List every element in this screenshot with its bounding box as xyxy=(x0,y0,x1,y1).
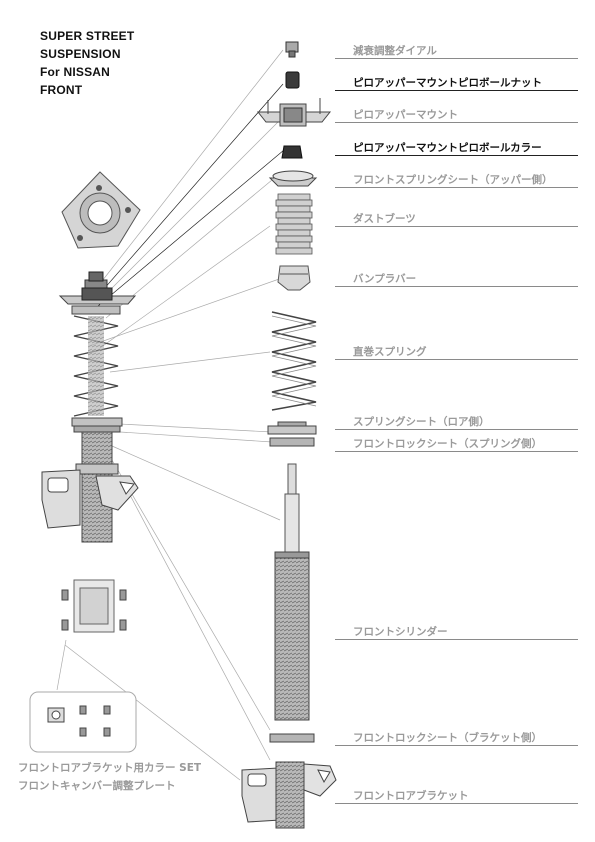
leader-line-upper-mount xyxy=(99,117,283,301)
part-label-front-cylinder: フロントシリンダー xyxy=(353,626,448,638)
part-rule-coil-spring xyxy=(335,359,578,360)
leader-line-dust-boot xyxy=(99,225,271,349)
leader-line-lower-bracket xyxy=(129,494,271,761)
title-line-3: For NISSAN xyxy=(40,65,111,79)
part-label-damper-dial: 減衰調整ダイアル xyxy=(353,45,437,57)
part-rule-damper-dial xyxy=(335,58,578,59)
lock-seat-bracket-side-part xyxy=(269,733,315,743)
cylinder-part xyxy=(274,463,310,721)
title-line-1: SUPER STREET xyxy=(40,29,135,43)
lower-bracket-part xyxy=(241,761,337,829)
part-label-upper-mount: ピロアッパーマウント xyxy=(353,109,458,121)
lock-seat-spring-side-part xyxy=(269,437,315,447)
leader-line-pillow-nut xyxy=(95,83,284,299)
assembled-shock-absorber xyxy=(41,271,139,543)
leader-line-pillow-collar xyxy=(97,149,285,307)
leader-line-cylinder xyxy=(111,445,281,521)
upper-mount-part xyxy=(256,98,332,127)
bracket-collar-set xyxy=(61,579,127,633)
part-label-lock-seat-spring-side: フロントロックシート（スプリング側） xyxy=(353,438,542,450)
part-label-upper-spring-seat: フロントスプリングシート（アッパー側） xyxy=(353,174,553,186)
part-rule-pillow-collar xyxy=(335,155,578,156)
part-rule-bump-rubber xyxy=(335,286,578,287)
part-label-pillow-nut: ピロアッパーマウントピロボールナット xyxy=(353,77,542,89)
part-label-lock-seat-bracket-side: フロントロックシート（ブラケット側） xyxy=(353,732,542,744)
part-rule-lock-seat-bracket-side xyxy=(335,745,578,746)
footer-label-collar-set: フロントロアブラケット用カラー SET xyxy=(18,762,202,774)
upper-seat-part xyxy=(268,170,318,187)
leader-line-lock-seat xyxy=(119,431,273,443)
part-rule-upper-mount xyxy=(335,122,578,123)
leader-line-spring xyxy=(109,351,271,373)
leader-line-collar-set xyxy=(64,644,241,781)
footer-label-camber-plate: フロントキャンバー調整プレート xyxy=(18,780,176,792)
part-label-coil-spring: 直巻スプリング xyxy=(353,346,427,358)
part-label-dust-boot: ダストブーツ xyxy=(353,213,416,225)
part-label-pillow-collar: ピロアッパーマウントピロボールカラー xyxy=(353,142,542,154)
leader-line-lower-seat xyxy=(119,423,273,433)
part-rule-front-cylinder xyxy=(335,639,578,640)
dust-boot-part xyxy=(275,193,313,255)
exploded-parts xyxy=(241,41,337,829)
part-rule-dust-boot xyxy=(335,226,578,227)
damper-dial-part xyxy=(285,41,299,58)
part-label-bump-rubber: バンプラバー xyxy=(353,273,417,285)
leader-lines xyxy=(56,49,285,781)
leader-line-bump-rubber xyxy=(91,277,283,346)
part-label-front-lower-bracket: フロントロアブラケット xyxy=(353,790,469,802)
coil-spring-part xyxy=(271,311,317,411)
leader-line-collar-to-box xyxy=(56,639,67,691)
bump-rubber-part xyxy=(277,265,311,291)
camber-adjust-plate-box xyxy=(29,691,137,753)
part-rule-upper-spring-seat xyxy=(335,187,578,188)
part-rule-lock-seat-spring-side xyxy=(335,451,578,452)
pillow-nut-part xyxy=(285,71,300,89)
part-label-lower-spring-seat: スプリングシート（ロア側） xyxy=(353,416,490,428)
part-rule-pillow-nut xyxy=(335,90,578,91)
title-line-2: SUSPENSION xyxy=(40,47,121,61)
part-rule-front-lower-bracket xyxy=(335,803,578,804)
part-rule-lower-spring-seat xyxy=(335,429,578,430)
leader-line-upper-seat xyxy=(105,179,273,319)
camber-plate-top-view xyxy=(61,171,141,249)
leader-line-lock-seat-bracket xyxy=(111,459,271,731)
lower-seat-part xyxy=(267,421,317,435)
title-line-4: FRONT xyxy=(40,83,83,97)
leader-line-damper-dial xyxy=(94,49,284,291)
pillow-collar-part xyxy=(281,145,303,159)
